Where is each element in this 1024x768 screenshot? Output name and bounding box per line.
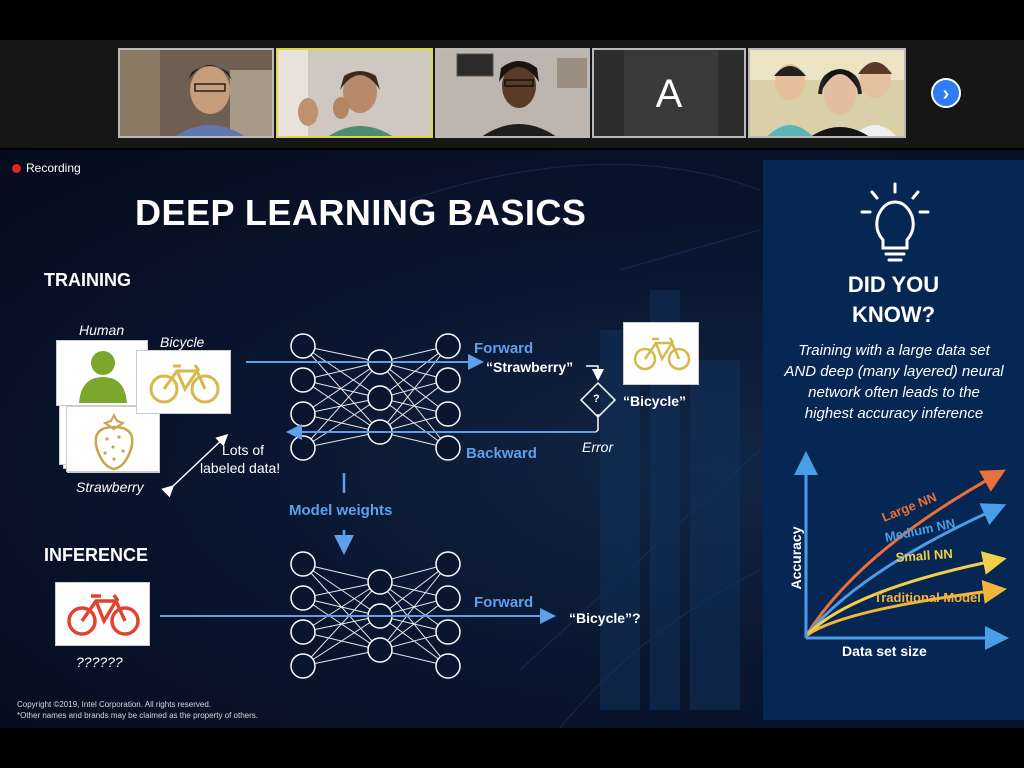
chart-series-label: Traditional Model — [874, 590, 981, 605]
error-label: Error — [582, 439, 614, 455]
chart-series-line — [805, 579, 1007, 638]
chart-series-line — [804, 551, 1007, 638]
did-you-know-line-2: KNOW? — [851, 302, 936, 327]
participant-video-image — [120, 50, 272, 136]
bicycle-label: Bicycle — [160, 334, 205, 350]
human-card — [56, 340, 148, 406]
chart-x-axis-label: Data set size — [842, 643, 927, 659]
lots-of-label: Lots of — [222, 442, 265, 458]
strawberry-label: Strawberry — [76, 479, 144, 495]
human-icon — [79, 351, 127, 403]
bicycle-card — [136, 350, 231, 414]
bicycle-icon — [149, 364, 220, 404]
participant-video-image — [437, 50, 588, 136]
did-you-know-body: Training with a large data set AND deep … — [784, 342, 1004, 422]
chart-series-line — [804, 469, 1006, 637]
ground-truth-card — [623, 322, 699, 385]
lightbulb-icon — [860, 182, 930, 262]
red-bicycle-icon — [67, 594, 140, 636]
participant-initial: A — [655, 72, 683, 116]
participant-video-5[interactable] — [748, 48, 906, 138]
human-label: Human — [79, 322, 125, 338]
unknown-image-card — [55, 582, 150, 646]
compare-symbol: ? — [593, 393, 600, 405]
prediction-label: “Strawberry” — [486, 359, 574, 375]
answer-label: “Bicycle” — [623, 393, 687, 409]
recording-indicator: Recording — [12, 160, 81, 176]
bicycle-icon — [633, 337, 691, 371]
next-participants-button[interactable]: › — [931, 78, 961, 108]
participant-avatar-4[interactable]: A — [592, 48, 746, 138]
did-you-know-line-1: DID YOU — [847, 272, 940, 297]
recording-dot-icon — [12, 163, 21, 173]
chart-series-line — [804, 503, 1007, 637]
inference-heading: INFERENCE — [44, 545, 149, 565]
forward-label: Forward — [474, 340, 534, 357]
unknown-label: ?????? — [76, 654, 123, 670]
chart-y-axis-label: Accuracy — [788, 526, 804, 590]
slide-background-decor — [379, 163, 761, 728]
chevron-right-icon: › — [942, 83, 950, 105]
shared-slide: Recording DEEP LEARNING BASICS TRAINING — [0, 150, 1024, 728]
participant-video-image — [750, 50, 904, 136]
participant-video-2[interactable] — [276, 48, 433, 138]
inference-forward-label: Forward — [474, 594, 534, 611]
did-you-know-heading: DID YOU KNOW? — [763, 270, 1024, 330]
strawberry-card — [66, 406, 160, 472]
model-weights-label: Model weights — [289, 502, 393, 519]
strawberry-icon — [94, 412, 134, 471]
copyright-line-1: Copyright ©2019, Intel Corporation. All … — [17, 700, 211, 709]
participant-video-1[interactable] — [118, 48, 274, 138]
inference-result-label: “Bicycle”? — [569, 610, 641, 626]
training-heading: TRAINING — [44, 270, 131, 290]
participant-video-image — [278, 50, 431, 136]
chart-series-label: Small NN — [895, 546, 953, 565]
recording-label: Recording — [26, 161, 81, 175]
participant-strip: A › — [0, 40, 1024, 148]
backward-label: Backward — [466, 445, 537, 462]
neural-network-diagram — [160, 333, 617, 679]
copyright-line-2: *Other names and brands may be claimed a… — [17, 711, 259, 720]
slide-title: DEEP LEARNING BASICS — [135, 192, 587, 233]
participant-video-3[interactable] — [435, 48, 590, 138]
